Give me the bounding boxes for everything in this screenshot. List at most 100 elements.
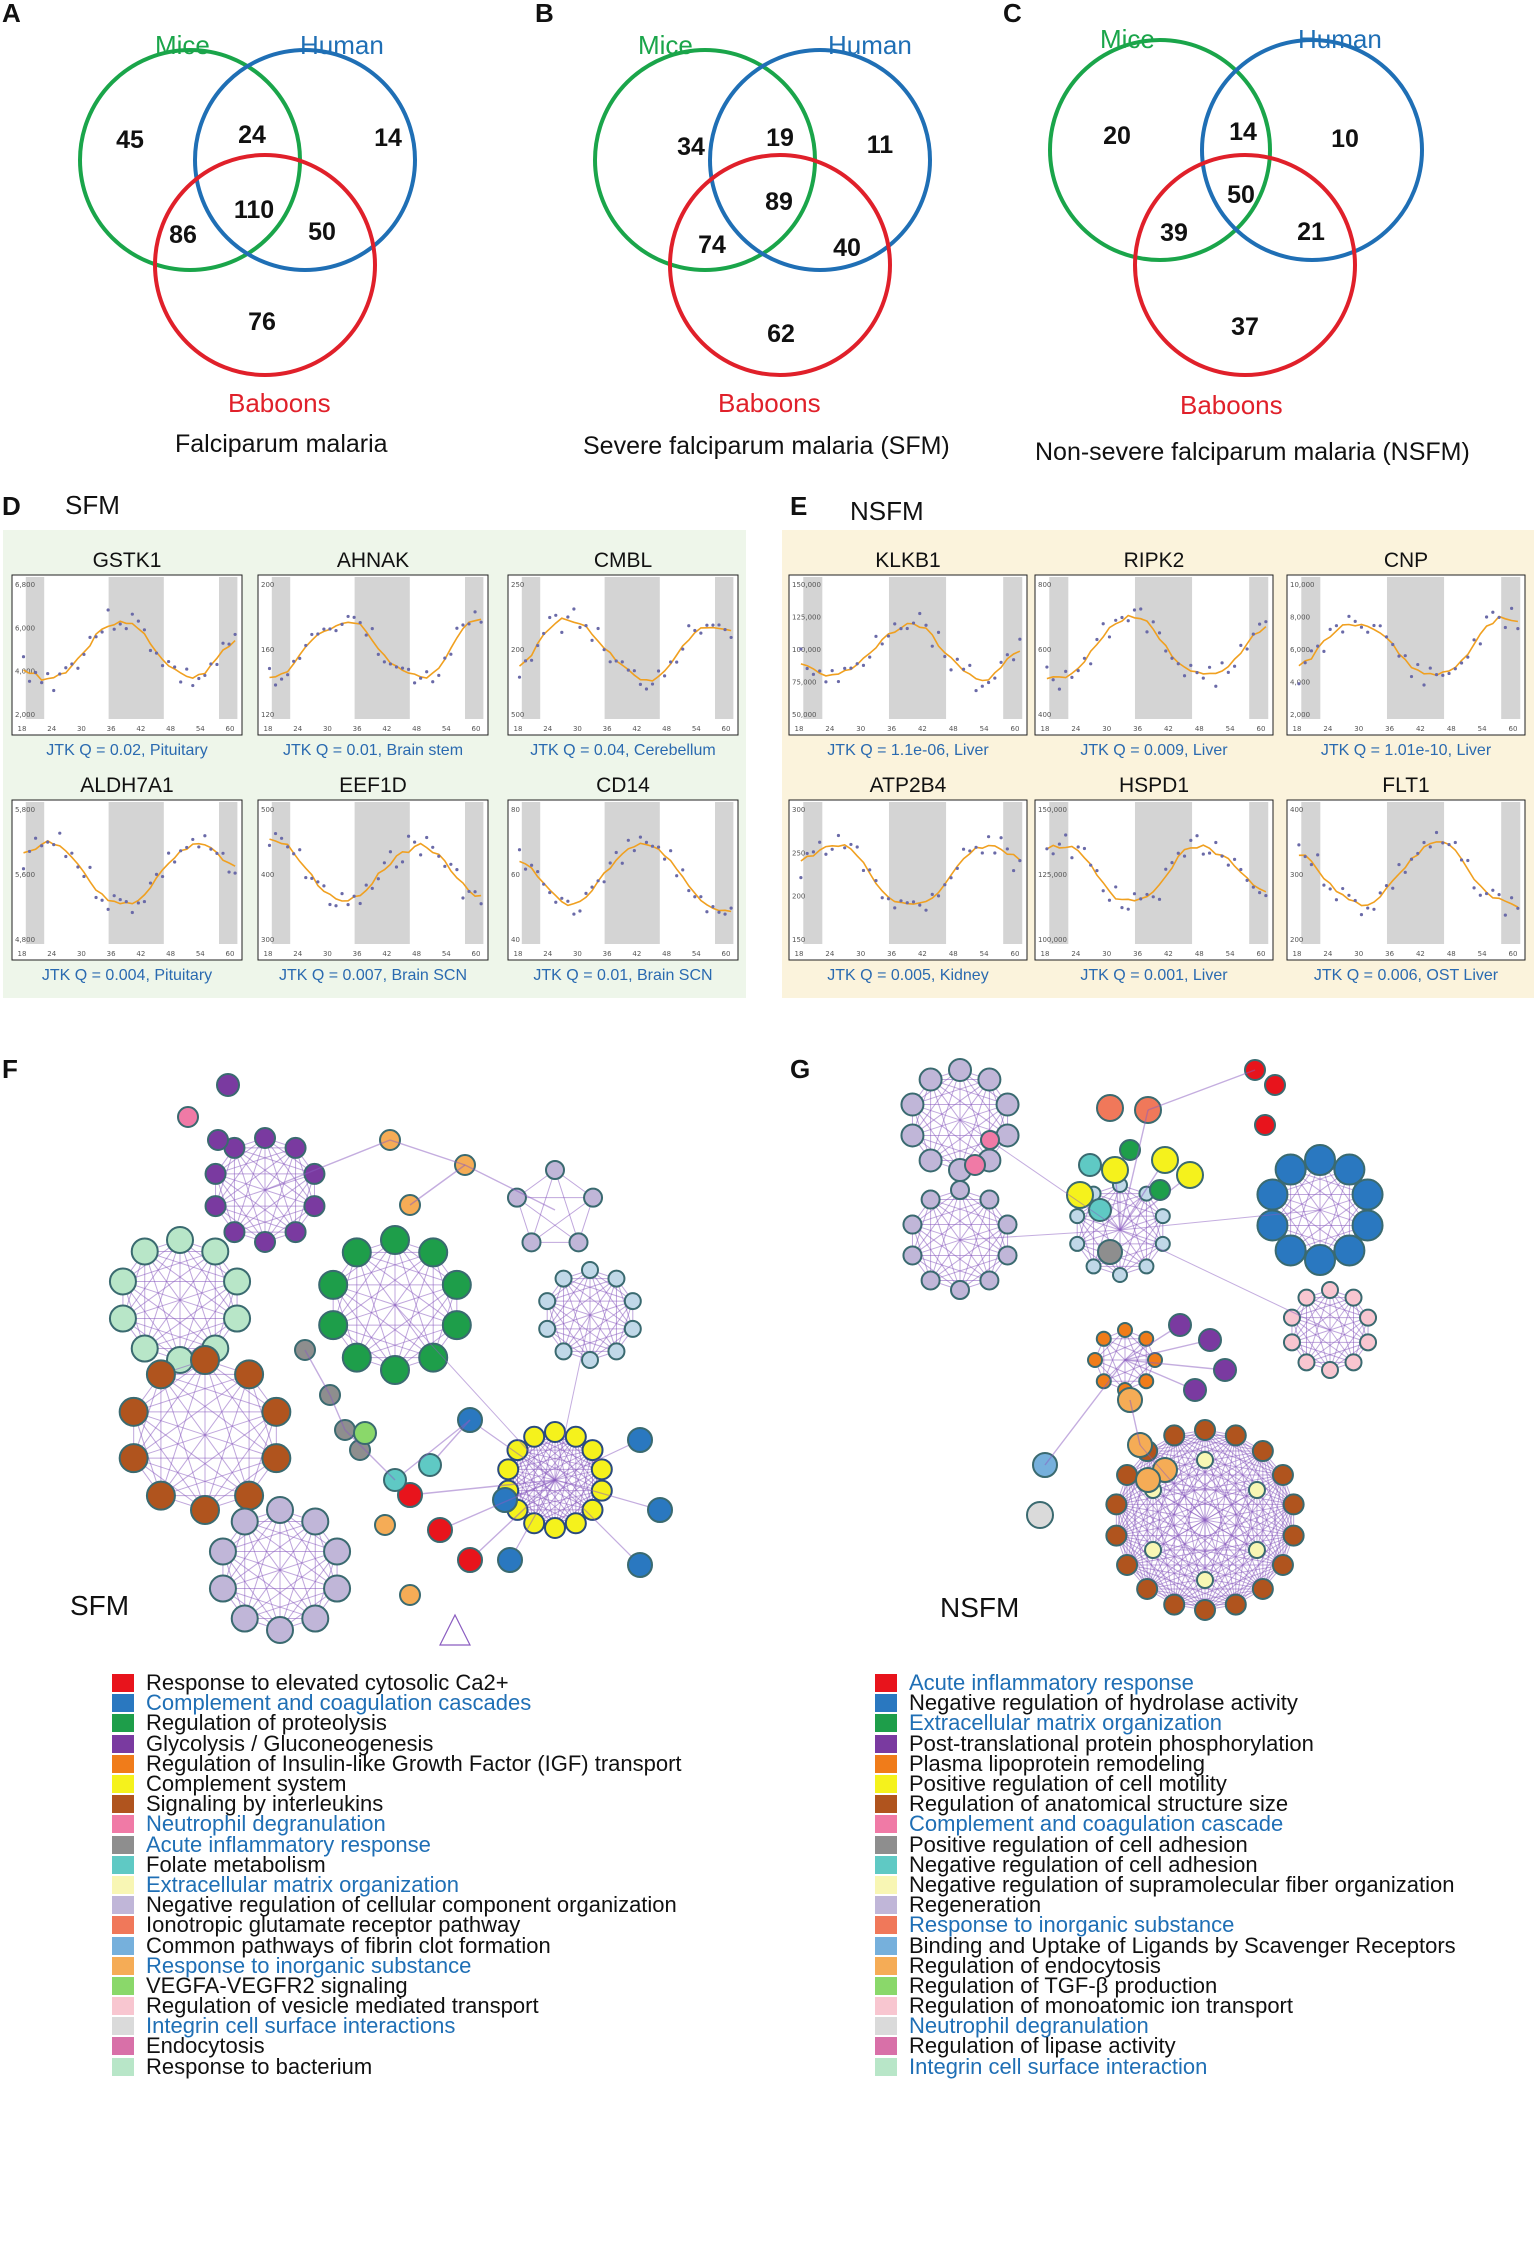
- x-tick-label: 42: [918, 950, 927, 958]
- x-tick-label: 48: [1447, 950, 1456, 958]
- network-edge: [930, 1199, 961, 1291]
- expression-point: [298, 656, 302, 661]
- y-tick-label: 400: [261, 871, 274, 879]
- expression-point: [286, 845, 290, 849]
- network-edge: [1262, 1450, 1295, 1536]
- expression-point: [221, 641, 225, 645]
- legend-swatch: [112, 1997, 134, 2016]
- legend-swatch: [112, 1674, 134, 1693]
- legend-item: Extracellular matrix organization: [875, 1712, 1456, 1734]
- expression-point: [1064, 669, 1068, 673]
- x-tick-label: 24: [1323, 950, 1332, 958]
- y-tick-label: 200: [1290, 936, 1303, 944]
- expression-point: [1176, 662, 1180, 666]
- expression-point: [955, 866, 959, 870]
- expression-point: [461, 896, 465, 900]
- network-node: [380, 1225, 410, 1255]
- network-edge: [1116, 1535, 1237, 1606]
- expression-point: [529, 863, 534, 867]
- network-node: [1069, 1208, 1086, 1225]
- network-node: [1351, 1209, 1384, 1242]
- expression-point: [560, 630, 564, 634]
- expression-point: [136, 619, 140, 623]
- legend-label: Folate metabolism: [146, 1851, 326, 1877]
- venn-count: 21: [1297, 218, 1325, 246]
- legend-label: Positive regulation of cell motility: [909, 1771, 1227, 1797]
- dark-phase-shade: [888, 802, 947, 944]
- expression-point: [681, 868, 685, 872]
- network-nsfm: [900, 1058, 1384, 1621]
- legend-swatch: [112, 1714, 134, 1733]
- network-node: [997, 1245, 1018, 1266]
- expression-point: [566, 615, 570, 619]
- expression-point: [1170, 656, 1174, 660]
- expression-point: [1303, 661, 1307, 665]
- expression-point: [886, 897, 891, 901]
- expression-point: [1510, 606, 1514, 610]
- network-node: [1097, 1239, 1123, 1265]
- expression-point: [1384, 883, 1389, 888]
- legend-swatch: [875, 1694, 897, 1713]
- legend-label: Regulation of monoatomic ion transport: [909, 1993, 1293, 2019]
- expression-point: [1322, 883, 1326, 887]
- jtk-q-label: JTK Q = 1.1e-06, Liver: [827, 742, 989, 759]
- network-edge: [1306, 1297, 1369, 1319]
- expression-point: [227, 642, 231, 646]
- network-edge: [1173, 1435, 1294, 1537]
- legend-item: Response to elevated cytosolic Ca2+: [112, 1672, 682, 1694]
- network-node: [1194, 1599, 1216, 1621]
- venn-count: 19: [766, 124, 794, 152]
- expression-point: [58, 831, 62, 835]
- network-edge: [394, 1284, 458, 1371]
- network-node: [318, 1310, 349, 1341]
- legend-label: Regeneration: [909, 1892, 1042, 1918]
- network-node: [623, 1292, 642, 1311]
- network-node: [284, 1136, 307, 1159]
- expression-point: [529, 658, 534, 662]
- expression-point: [1139, 897, 1143, 901]
- venn-count: 24: [238, 121, 266, 149]
- legend-swatch: [875, 1936, 897, 1955]
- expression-point: [1353, 619, 1357, 623]
- expression-point: [388, 662, 393, 666]
- expression-point: [699, 895, 703, 899]
- network-edge: [179, 1281, 238, 1361]
- expression-point: [1359, 625, 1364, 629]
- legend-swatch: [875, 1795, 897, 1814]
- expression-point: [1434, 673, 1439, 677]
- expression-point: [911, 621, 916, 625]
- expression-point: [855, 662, 859, 666]
- expression-point: [455, 626, 459, 630]
- panel-letter-b: B: [535, 0, 554, 28]
- expression-point: [1089, 662, 1093, 666]
- network-node: [1282, 1524, 1305, 1547]
- expression-point: [675, 660, 679, 664]
- network-node: [1085, 1258, 1102, 1275]
- network-edge: [333, 1251, 434, 1286]
- network-node: [216, 1073, 240, 1097]
- fit-curve: [1046, 844, 1267, 902]
- network-edge: [516, 1436, 535, 1511]
- y-tick-label: 200: [261, 581, 274, 589]
- jtk-q-label: JTK Q = 0.004, Pituitary: [42, 967, 212, 984]
- network-edge: [409, 1479, 556, 1496]
- network-edge: [356, 1252, 396, 1371]
- x-tick-label: 24: [293, 725, 302, 733]
- venn-count: 34: [677, 133, 705, 161]
- legend-label: Binding and Uptake of Ligands by Scaveng…: [909, 1932, 1456, 1958]
- network-edge: [304, 1349, 331, 1396]
- x-tick-label: 30: [323, 725, 332, 733]
- dark-phase-shade: [715, 577, 734, 719]
- network-node: [1116, 1554, 1139, 1576]
- expression-point: [316, 632, 320, 636]
- expression-point: [980, 684, 984, 688]
- panel-letter-d: D: [2, 491, 21, 521]
- x-tick-label: 36: [1133, 725, 1142, 733]
- network-node: [318, 1269, 349, 1300]
- network-node: [1147, 1352, 1163, 1368]
- legend-item: Regulation of TGF-β production: [875, 1974, 1456, 1996]
- x-tick-label: 30: [856, 725, 865, 733]
- expression-point: [1397, 654, 1401, 658]
- expression-point: [1403, 870, 1407, 874]
- network-edge: [1262, 1504, 1295, 1590]
